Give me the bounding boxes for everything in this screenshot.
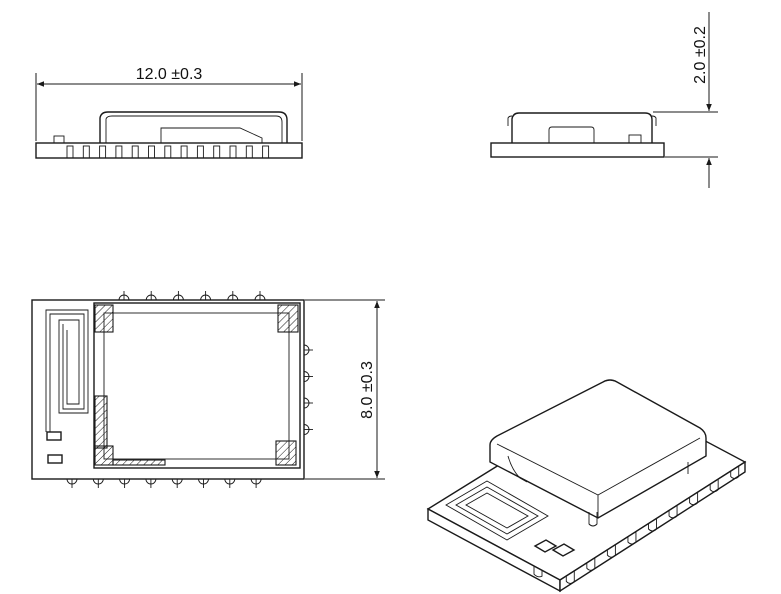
iso-castellated-pins: [533, 466, 740, 584]
corner-tab-bottom-left: [94, 445, 114, 466]
pin-half-hole: [145, 478, 157, 485]
top-view: 8.0 ±0.3: [31, 291, 385, 488]
shield-can-profile: [99, 111, 288, 143]
pin-half-hole: [303, 424, 310, 435]
height-dimension-label: 2.0 ±0.2: [692, 26, 709, 84]
antenna-feed-component: [46, 431, 62, 441]
pcb-antenna-inner: [49, 313, 85, 432]
corner-tab-top-left: [94, 304, 114, 333]
pin-half-hole: [198, 478, 209, 485]
shield-can-outline: [93, 302, 301, 469]
module-outline-top: [31, 299, 305, 480]
pin-half-hole: [250, 478, 262, 485]
castellated-pad: [262, 145, 270, 159]
pin-half-hole: [66, 478, 78, 485]
pin-half-hole: [172, 294, 184, 301]
component-outline: [160, 127, 263, 143]
iso-antenna-area: [445, 480, 549, 541]
iso-castellation: [668, 505, 678, 519]
antenna-match-component: [47, 454, 63, 464]
pin-half-hole: [303, 397, 310, 409]
pin-half-hole: [254, 294, 266, 301]
iso-small-component-2: [551, 543, 576, 557]
side-tab-left: [94, 395, 108, 449]
pin-half-hole: [119, 478, 131, 485]
castellated-pad: [66, 145, 74, 159]
small-component-end: [628, 134, 642, 144]
pin-half-hole: [171, 478, 183, 485]
pin-half-hole: [200, 294, 212, 301]
castellated-pad: [115, 145, 123, 159]
shield-can-inner-outline: [103, 312, 290, 460]
pin-half-hole: [303, 371, 310, 382]
shield-clip-right: [651, 115, 657, 126]
pin-half-hole: [145, 294, 157, 301]
small-component: [53, 135, 65, 144]
width-dimension-label: 8.0 ±0.3: [359, 361, 376, 419]
iso-castellation: [730, 466, 740, 480]
iso-castellation: [648, 518, 657, 532]
front-view: 12.0 ±0.3: [35, 66, 303, 159]
castellated-pins-bottom: [66, 478, 262, 488]
castellated-pad: [180, 145, 188, 159]
iso-shield-clip-front: [588, 512, 598, 527]
iso-castellation: [606, 544, 616, 558]
castellated-pad: [131, 145, 139, 159]
iso-board-front-right: [559, 460, 746, 593]
pcb-board-end: [490, 142, 665, 158]
length-dimension-label: 12.0 ±0.3: [136, 66, 203, 83]
iso-antenna-inner: [465, 492, 529, 529]
pin-half-hole: [227, 294, 239, 301]
iso-shield-clip-left: [507, 455, 528, 483]
castellated-pad: [229, 145, 237, 159]
corner-tab-bottom-right: [275, 440, 297, 466]
component-end-outline: [548, 126, 595, 143]
castellated-pad: [213, 145, 221, 159]
iso-castellation: [565, 570, 575, 584]
castellated-pad: [196, 145, 204, 159]
iso-castellation: [627, 531, 637, 545]
iso-shield-can: [489, 379, 707, 519]
castellated-pad: [148, 145, 155, 159]
pin-half-hole: [118, 294, 130, 301]
corner-tab-top-right: [277, 304, 299, 333]
end-view: 2.0 ±0.2: [490, 12, 718, 188]
castellated-pad: [99, 145, 107, 159]
iso-small-component-1: [533, 539, 558, 553]
pin-half-hole: [224, 478, 236, 485]
iso-castellation: [689, 492, 699, 506]
castellated-pins-right: [303, 344, 313, 435]
pin-half-hole: [303, 344, 310, 356]
castellated-pad: [245, 145, 253, 159]
castellated-pad: [82, 145, 90, 159]
iso-antenna-trace: [455, 486, 539, 535]
castellated-pins-top: [118, 291, 266, 301]
castellated-pads: [66, 145, 270, 159]
shield-clip-left: [507, 115, 513, 126]
iso-castellation: [586, 557, 596, 571]
pcb-board-side: [35, 142, 303, 159]
isometric-view: [426, 379, 747, 593]
bottom-tab-strip: [112, 459, 166, 466]
shield-can-inner: [105, 115, 283, 143]
pin-half-hole: [92, 478, 104, 485]
shield-can-end-profile: [511, 112, 653, 143]
castellated-pad: [164, 145, 172, 159]
iso-castellation: [533, 566, 543, 578]
iso-castellation: [709, 479, 719, 493]
pcb-antenna-trace: [45, 309, 89, 432]
